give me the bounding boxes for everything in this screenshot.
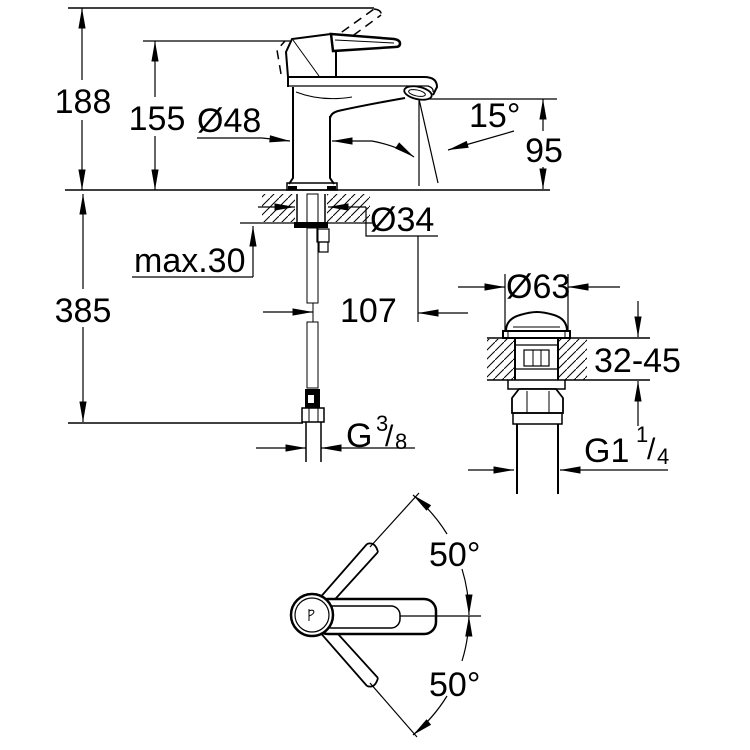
base-plate [286,182,338,191]
dim-supply-thread-label: G 3 / 8 [346,411,407,455]
drain-view: Ø63 32-45 G1 1 / 4 [458,268,681,494]
hose-mid [306,227,319,304]
hose-nut [301,407,325,423]
dim-swivel-up-label: 50° [429,536,480,574]
supply-thread-slash: / [385,420,394,453]
dim-hole-diameter-label: Ø34 [370,201,434,239]
hose-lower [306,321,319,389]
lever-handle-inner-line [334,39,395,44]
dim-spout-height-label: 95 [525,132,563,170]
top-view: 50° 50° [289,492,481,738]
supply-thread-base: G [346,417,372,455]
water-stream [418,98,439,186]
angle-leader [447,130,515,151]
drain-body-walls [514,338,559,380]
dim-body-diameter-label: Ø48 [197,102,261,140]
drain-thread-denominator: 4 [657,444,669,469]
hose-pipe [305,422,322,462]
counter-section [262,194,370,253]
spout-underside [329,97,406,119]
column-right-wall [329,116,335,185]
faucet-body [284,32,439,191]
cap-dome [505,310,568,332]
drain-flange [507,379,566,390]
dim-lever-height-label: 155 [129,100,186,138]
drain-assembly [502,310,571,494]
base-foot-left [288,186,297,190]
column-left-wall [288,87,294,185]
supply-hose [301,193,325,462]
dim-spout-projection-label: 107 [340,292,397,330]
dim-cap-diameter-label: Ø63 [506,268,570,306]
overflow-slot [523,349,550,367]
dim-swivel-down-label: 50° [429,666,480,704]
swivel-arcs [412,494,473,736]
spout-top [287,76,439,96]
ext-line-down [369,682,418,738]
drain-thread-numerator: 1 [636,422,648,447]
main-view: 188 155 385 95 Ø48 15° Ø34 max.30 107 G … [55,7,563,462]
counter-hatch-right [327,194,370,222]
lever-joint-edge [292,39,320,77]
dimensions-main [78,8,547,452]
dim-hose-length-label: 385 [55,292,112,330]
lever-position-up [317,492,420,608]
hose-ferrule-slot [308,395,314,403]
angle-arc-pointer [371,140,415,158]
dim-total-height-label: 188 [55,83,112,121]
d34-leader [365,207,438,237]
counter-hatch-left [262,194,295,222]
supply-thread-numerator: 3 [376,411,388,436]
ext-line-up [369,492,420,548]
dim-max-thickness-label: max.30 [134,242,246,280]
aerator-inner [408,89,426,97]
drain-thread-slash: / [647,433,656,466]
logo-mark [308,609,315,621]
drain-nut [511,388,564,414]
cap-lip [502,330,571,339]
dim-drain-thread-label: G1 1 / 4 [584,422,669,470]
dimensions-drain [458,274,668,474]
mounting-washer [294,222,328,228]
dim-deck-range-label: 32-45 [594,342,681,380]
spout-chamfer [288,85,434,93]
drain-washer [512,412,563,425]
drain-thread-base: G1 [584,432,629,470]
basin-hatch-right [558,339,587,380]
lever-handle [329,32,402,53]
mounting-bracket [316,228,330,243]
lever-position-down [317,622,418,738]
supply-thread-denominator: 8 [395,429,407,454]
mounting-screw [318,241,329,253]
tailpipe [516,424,559,494]
dim-stream-angle-label: 15° [469,97,520,135]
body-shading-curve [295,91,353,100]
body-circle-inner [294,597,330,633]
basin-hatch-left [487,339,515,380]
base-foot-right [327,186,336,190]
